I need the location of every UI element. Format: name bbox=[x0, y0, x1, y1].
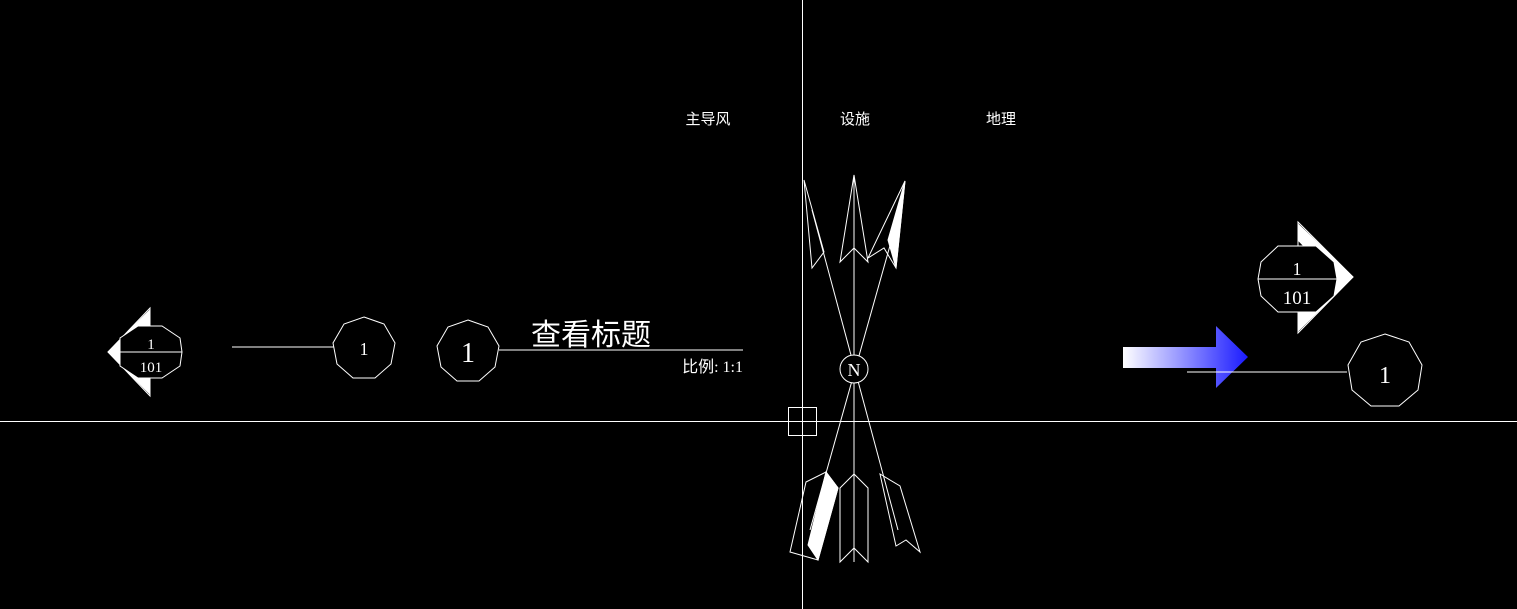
section-marker-left-sheet: 101 bbox=[140, 360, 163, 376]
detail-callout-right-nonagon bbox=[1347, 333, 1423, 407]
view-title-block[interactable] bbox=[436, 319, 743, 382]
north-label: N bbox=[848, 360, 861, 380]
section-marker-left[interactable] bbox=[107, 306, 183, 398]
title-number-nonagon bbox=[436, 319, 500, 382]
facility-label: 设施 bbox=[840, 110, 870, 128]
top-left-arrowhead bbox=[803, 179, 825, 270]
section-marker-right[interactable] bbox=[1257, 220, 1354, 335]
view-scale-text: 比例: 1:1 bbox=[682, 358, 743, 376]
wind-direction-label: 主导风 bbox=[685, 110, 730, 128]
section-marker-right-sheet: 101 bbox=[1283, 288, 1312, 309]
title-number: 1 bbox=[461, 338, 475, 369]
bottom-left-feather-fill bbox=[807, 470, 839, 562]
detail-callout-left-nonagon bbox=[332, 316, 396, 379]
section-marker-right-number: 1 bbox=[1293, 259, 1302, 279]
section-marker-left-number: 1 bbox=[147, 337, 155, 353]
pickbox bbox=[788, 407, 817, 436]
top-center-arrowhead bbox=[839, 174, 869, 264]
gradient-direction-arrow[interactable] bbox=[1123, 326, 1248, 388]
detail-callout-right[interactable] bbox=[1187, 333, 1423, 407]
view-title-text: 查看标题 bbox=[531, 318, 651, 353]
north-circle bbox=[839, 354, 869, 384]
detail-callout-left[interactable] bbox=[232, 316, 396, 379]
geography-label: 地理 bbox=[986, 110, 1016, 128]
bottom-right-feather bbox=[879, 472, 921, 554]
north-arrow-symbol[interactable] bbox=[789, 174, 921, 564]
detail-callout-right-number: 1 bbox=[1379, 363, 1391, 389]
top-right-arrowhead-fill bbox=[887, 180, 906, 269]
detail-callout-left-number: 1 bbox=[360, 339, 369, 359]
